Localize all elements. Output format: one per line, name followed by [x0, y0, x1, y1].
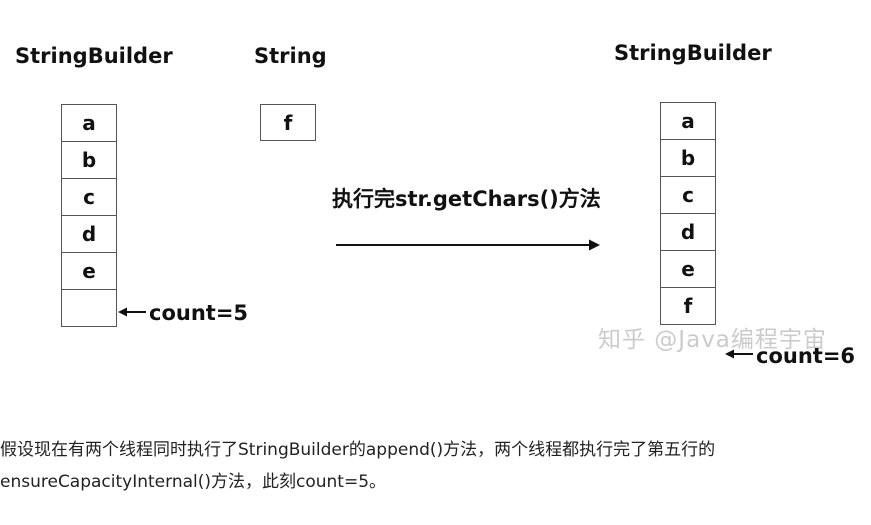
caption-line-2: ensureCapacityInternal()方法，此刻count=5。 [0, 472, 387, 492]
left-buffer-cell: c [62, 179, 116, 216]
right-buffer-cell: a [661, 103, 715, 140]
left-buffer-cell-empty [62, 290, 116, 327]
right-stringbuilder-buffer: a b c d e f [660, 102, 716, 325]
left-stringbuilder-title: StringBuilder [15, 44, 173, 68]
string-char-cell: f [260, 104, 316, 141]
left-buffer-cell: d [62, 216, 116, 253]
string-title: String [254, 44, 327, 68]
left-count-arrow-icon [118, 307, 146, 317]
left-buffer-cell: e [62, 253, 116, 290]
right-buffer-cell: b [661, 140, 715, 177]
left-count-label: count=5 [149, 301, 249, 325]
right-buffer-cell: d [661, 214, 715, 251]
right-buffer-cell: c [661, 177, 715, 214]
right-count-label: count=6 [756, 344, 856, 368]
left-stringbuilder-buffer: a b c d e [61, 104, 117, 327]
right-stringbuilder-title: StringBuilder [614, 41, 772, 65]
transition-arrow-icon [336, 239, 600, 251]
action-label: 执行完str.getChars()方法 [332, 187, 601, 211]
left-buffer-cell: b [62, 142, 116, 179]
caption-line-1: 假设现在有两个线程同时执行了StringBuilder的append()方法，两… [0, 440, 716, 460]
right-buffer-cell: f [661, 288, 715, 325]
zhihu-watermark: 知乎 @Java编程宇宙 [598, 327, 827, 353]
left-buffer-cell: a [62, 105, 116, 142]
right-buffer-cell: e [661, 251, 715, 288]
